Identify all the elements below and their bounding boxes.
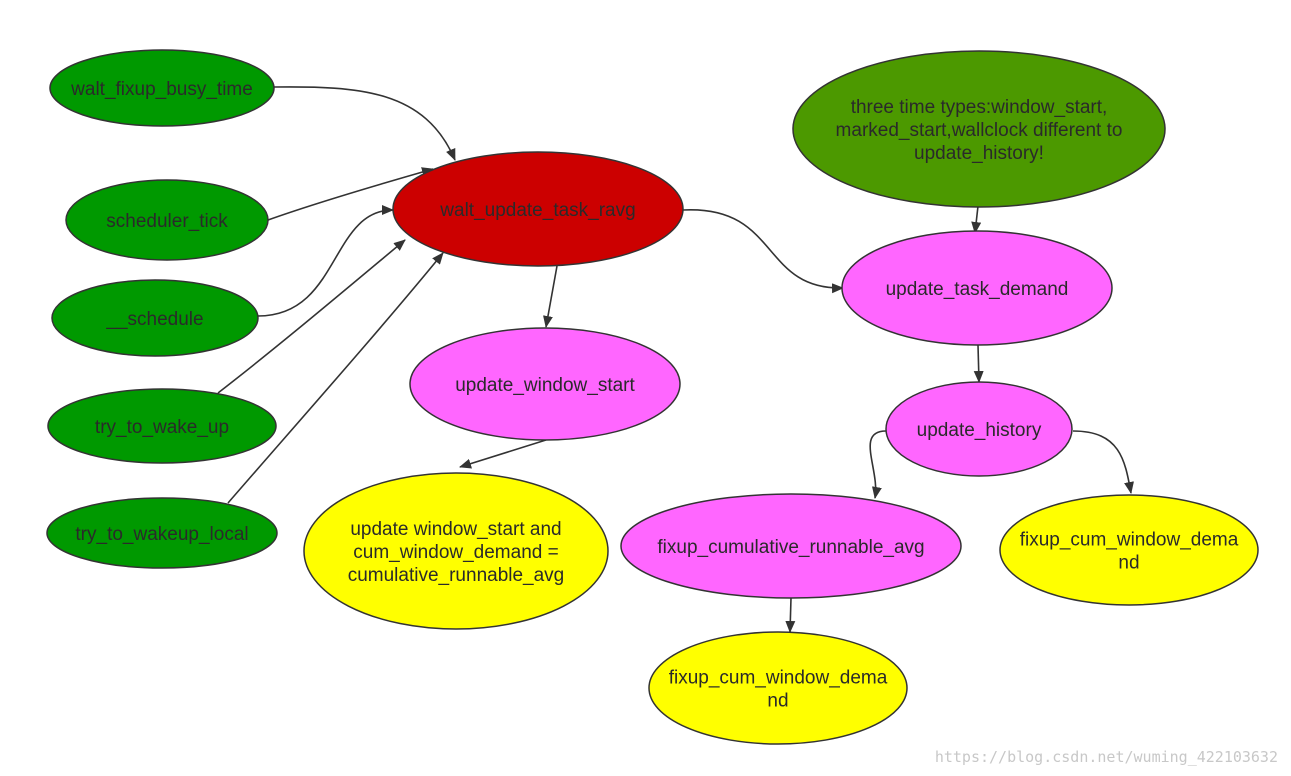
- node-update_window_start: update_window_start: [409, 327, 681, 441]
- node-scheduler_tick: scheduler_tick: [65, 179, 269, 261]
- node-fixup_cum_window_demand_right: fixup_cum_window_demand: [999, 494, 1259, 606]
- edge-fixup_cumulative_runnable_avg-to-fixup_cum_window_demand_bottom: [785, 597, 796, 633]
- edge-try_to_wake_up-to-walt_update_task_ravg: [217, 239, 406, 394]
- edges-layer: [217, 86, 1134, 633]
- edge-walt_fixup_busy_time-to-walt_update_task_ravg: [273, 86, 456, 161]
- node-ellipse-update_history: [885, 381, 1073, 477]
- node-label-scheduler_tick-line-0: scheduler_tick: [106, 211, 228, 232]
- node-label-window_note-line-0: update window_start and: [350, 519, 561, 540]
- node-label-fixup_cum_window_demand_bottom-line-0: fixup_cum_window_dema: [669, 668, 888, 689]
- edge-update_history-to-fixup_cumulative_runnable_avg: [869, 430, 887, 499]
- node-label-schedule-line-0: __schedule: [105, 309, 203, 330]
- node-fixup_cumulative_runnable_avg: fixup_cumulative_runnable_avg: [620, 493, 962, 599]
- node-ellipse-schedule: [51, 279, 259, 357]
- edge-update_window_start-to-window_note: [459, 439, 547, 469]
- node-walt_fixup_busy_time: walt_fixup_busy_time: [49, 49, 275, 127]
- node-label-fixup_cum_window_demand_right-line-0: fixup_cum_window_dema: [1020, 530, 1239, 551]
- node-label-fixup_cum_window_demand_right-line-1: nd: [1118, 553, 1139, 574]
- edge-walt_update_task_ravg-to-update_task_demand: [682, 209, 844, 294]
- node-ellipse-time_types_note: [792, 50, 1166, 208]
- edge-walt_update_task_ravg-to-update_window_start: [543, 265, 558, 328]
- node-schedule: __schedule: [51, 279, 259, 357]
- node-label-fixup_cum_window_demand_bottom-line-1: nd: [767, 691, 788, 712]
- node-label-walt_fixup_busy_time-line-0: walt_fixup_busy_time: [70, 79, 253, 100]
- node-ellipse-try_to_wakeup_local: [46, 497, 278, 569]
- node-ellipse-walt_update_task_ravg: [392, 151, 684, 267]
- node-label-try_to_wakeup_local-line-0: try_to_wakeup_local: [75, 524, 248, 545]
- node-label-time_types_note-line-0: three time types:window_start,: [851, 97, 1108, 118]
- nodes-layer: walt_fixup_busy_time scheduler_tick __sche…: [46, 49, 1259, 745]
- edge-try_to_wakeup_local-to-walt_update_task_ravg: [227, 252, 444, 504]
- node-label-update_history-line-0: update_history: [917, 420, 1042, 441]
- node-ellipse-scheduler_tick: [65, 179, 269, 261]
- node-time_types_note: three time types:window_start,marked_sta…: [792, 50, 1166, 208]
- node-ellipse-fixup_cum_window_demand_right: [999, 494, 1259, 606]
- node-label-update_window_start-line-0: update_window_start: [455, 375, 635, 396]
- node-update_history: update_history: [885, 381, 1073, 477]
- node-label-fixup_cumulative_runnable_avg-line-0: fixup_cumulative_runnable_avg: [657, 537, 924, 558]
- node-ellipse-fixup_cum_window_demand_bottom: [648, 631, 908, 745]
- node-label-update_task_demand-line-0: update_task_demand: [886, 279, 1069, 300]
- node-window_note: update window_start andcum_window_demand…: [303, 472, 609, 630]
- edge-scheduler_tick-to-walt_update_task_ravg: [267, 167, 434, 221]
- edge-update_history-to-fixup_cum_window_demand_right: [1072, 430, 1134, 494]
- node-ellipse-window_note: [303, 472, 609, 630]
- node-fixup_cum_window_demand_bottom: fixup_cum_window_demand: [648, 631, 908, 745]
- node-try_to_wakeup_local: try_to_wakeup_local: [46, 497, 278, 569]
- node-label-time_types_note-line-1: marked_start,wallclock different to: [836, 120, 1123, 141]
- node-update_task_demand: update_task_demand: [841, 230, 1113, 346]
- node-label-window_note-line-2: cumulative_runnable_avg: [348, 565, 565, 586]
- node-try_to_wake_up: try_to_wake_up: [47, 388, 277, 464]
- node-ellipse-fixup_cumulative_runnable_avg: [620, 493, 962, 599]
- node-ellipse-update_task_demand: [841, 230, 1113, 346]
- node-ellipse-walt_fixup_busy_time: [49, 49, 275, 127]
- edge-update_task_demand-to-update_history: [973, 344, 984, 383]
- node-label-try_to_wake_up-line-0: try_to_wake_up: [95, 417, 229, 438]
- edge-schedule-to-walt_update_task_ravg: [257, 205, 394, 317]
- node-label-window_note-line-1: cum_window_demand =: [353, 542, 558, 563]
- node-label-walt_update_task_ravg-line-0: walt_update_task_ravg: [439, 200, 635, 221]
- node-walt_update_task_ravg: walt_update_task_ravg: [392, 151, 684, 267]
- node-label-time_types_note-line-2: update_history!: [914, 143, 1044, 164]
- node-ellipse-update_window_start: [409, 327, 681, 441]
- node-ellipse-try_to_wake_up: [47, 388, 277, 464]
- edge-time_types_note-to-update_task_demand: [971, 205, 982, 234]
- watermark-text: https://blog.csdn.net/wuming_422103632: [935, 748, 1278, 766]
